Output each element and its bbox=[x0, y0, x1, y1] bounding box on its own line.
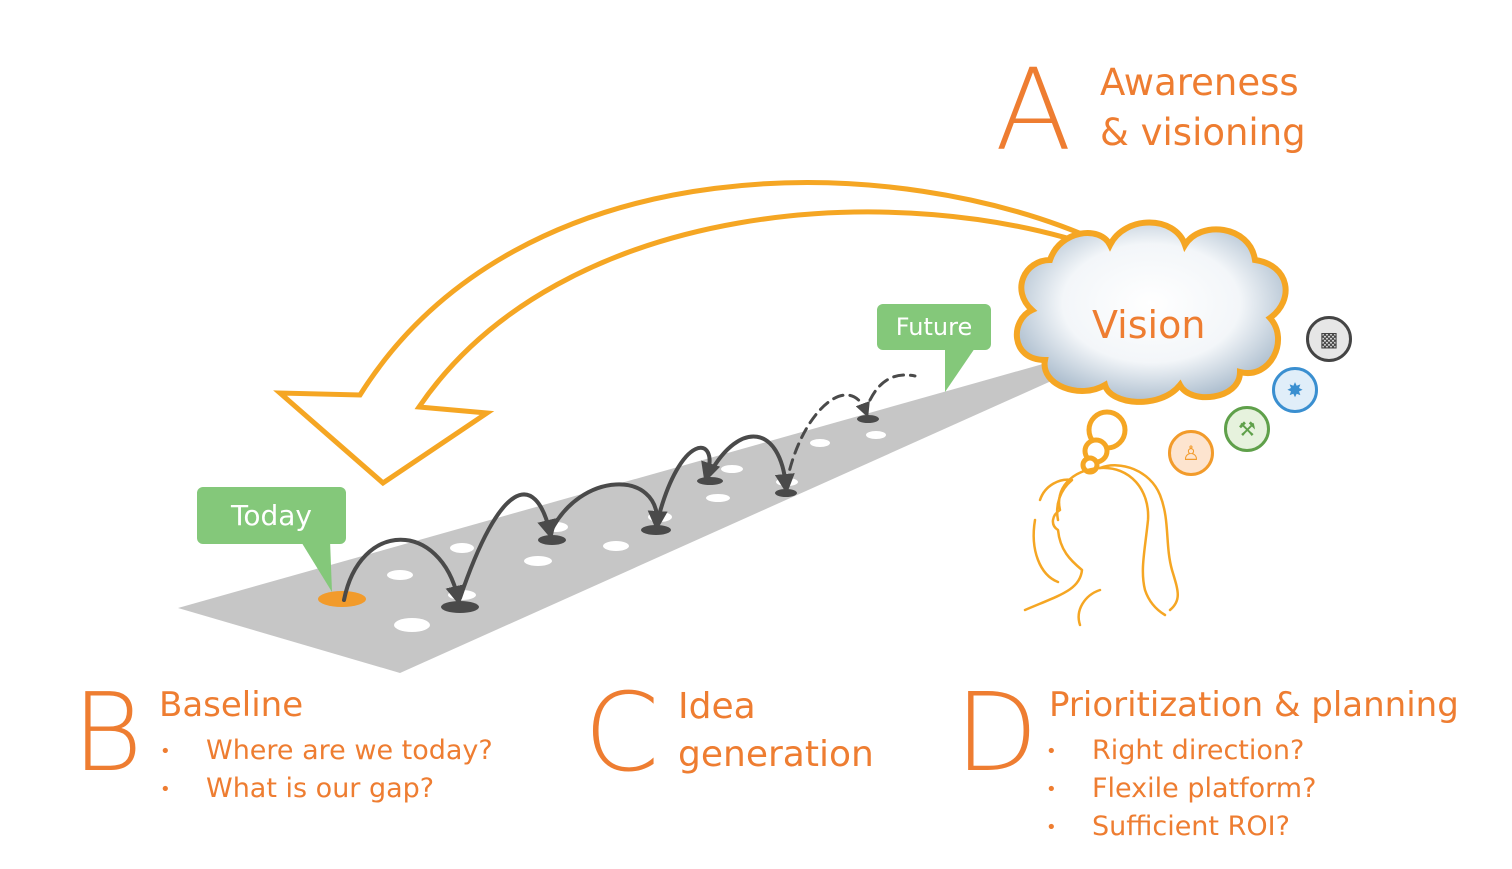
stage-a-title-line2: & visioning bbox=[1100, 111, 1306, 154]
stage-b-bullets: •Where are we today? •What is our gap? bbox=[160, 732, 493, 808]
stage-b-bullet-2: What is our gap? bbox=[206, 773, 435, 804]
stage-d-bullet-2: Flexile platform? bbox=[1092, 773, 1317, 804]
stage-c-title-line2: generation bbox=[678, 734, 874, 775]
future-callout-pointer bbox=[945, 348, 975, 392]
vision-feedback-arrow bbox=[273, 180, 1112, 487]
people-silhouette bbox=[1023, 464, 1179, 627]
today-marker bbox=[318, 591, 366, 607]
stage-d-bullet-1: Right direction? bbox=[1092, 735, 1305, 766]
network-icon: ✸ bbox=[1272, 367, 1318, 413]
list-item: •Right direction? bbox=[1046, 735, 1305, 766]
future-callout-label: Future bbox=[895, 313, 973, 341]
stage-d-bullets: •Right direction? •Flexile platform? •Su… bbox=[1046, 732, 1316, 846]
future-callout: Future bbox=[877, 304, 991, 350]
vision-label: Vision bbox=[1092, 303, 1206, 347]
vision-cloud bbox=[1013, 219, 1289, 405]
excavator-icon: ⚒ bbox=[1224, 406, 1270, 452]
roadmap-track bbox=[178, 362, 1058, 673]
stage-b-letter: B bbox=[72, 671, 143, 796]
stage-b-title: Baseline bbox=[159, 685, 304, 725]
stage-a-letter: A bbox=[995, 46, 1072, 176]
thought-bubbles bbox=[1080, 409, 1128, 475]
stage-d-letter: D bbox=[955, 671, 1039, 796]
list-item: •Sufficient ROI? bbox=[1046, 811, 1290, 842]
people-icon: ♙ bbox=[1168, 430, 1214, 476]
server-icon: ▩ bbox=[1306, 316, 1352, 362]
list-item: •Flexile platform? bbox=[1046, 773, 1317, 804]
future-hops bbox=[784, 373, 917, 488]
today-callout: Today bbox=[197, 487, 346, 544]
today-callout-label: Today bbox=[231, 499, 312, 532]
hop-arrows bbox=[342, 434, 795, 606]
list-item: •Where are we today? bbox=[160, 735, 493, 766]
stage-d-bullet-3: Sufficient ROI? bbox=[1092, 811, 1290, 842]
stage-c-letter: C bbox=[584, 671, 660, 796]
stage-b-bullet-1: Where are we today? bbox=[206, 735, 493, 766]
stage-a-title-line1: Awareness bbox=[1100, 61, 1299, 104]
today-callout-pointer bbox=[300, 540, 332, 592]
stage-c-title-line1: Idea bbox=[678, 686, 756, 727]
list-item: •What is our gap? bbox=[160, 773, 435, 804]
stage-d-title: Prioritization & planning bbox=[1049, 685, 1459, 725]
